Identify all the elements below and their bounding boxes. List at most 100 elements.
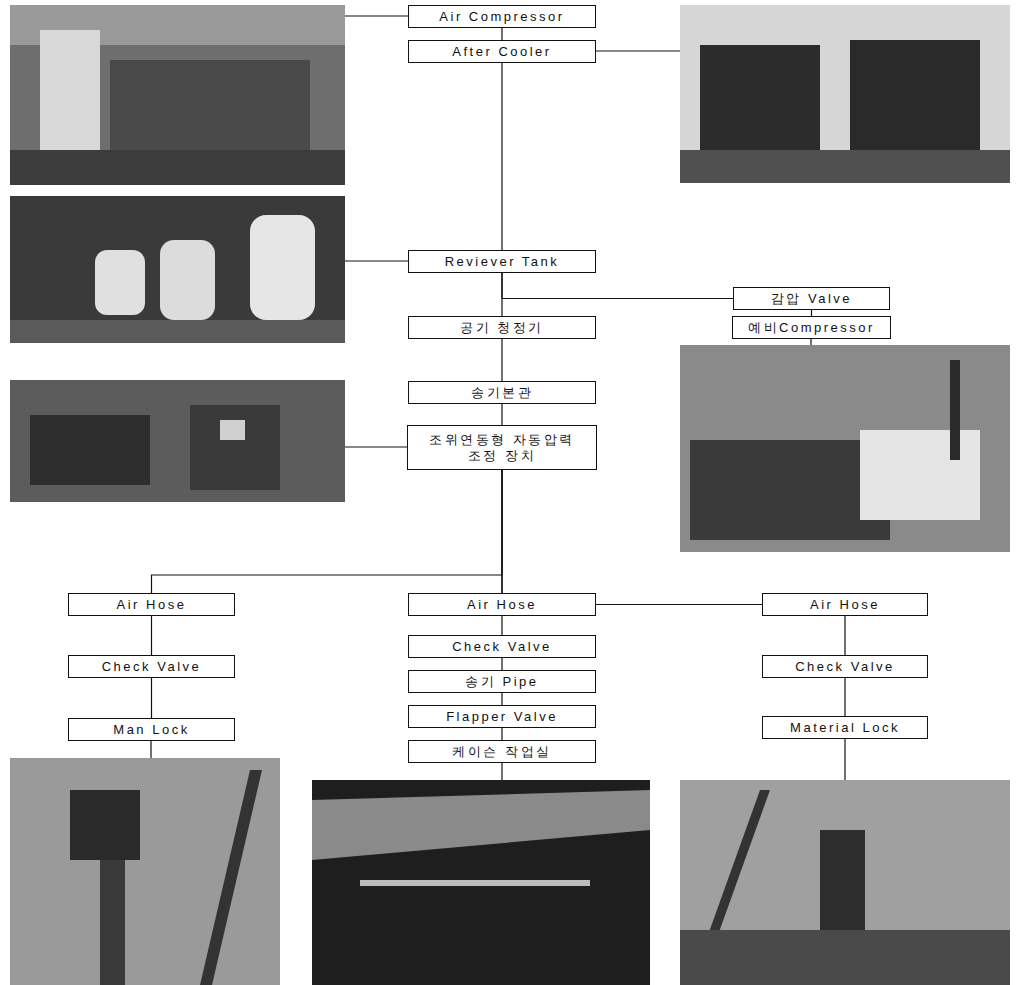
- photo-machine: [190, 405, 280, 490]
- box-label: 송기본관: [471, 385, 533, 401]
- box-label: Check Valve: [795, 659, 895, 675]
- process-box: 공기 청정기: [408, 316, 596, 339]
- box-label: Check Valve: [452, 639, 552, 655]
- photo-ceiling: [312, 790, 650, 860]
- flow-line: [502, 470, 762, 605]
- process-box: Man Lock: [68, 718, 235, 741]
- photo-machine: [30, 415, 150, 485]
- box-label: Man Lock: [113, 722, 189, 738]
- box-label: Air Hose: [117, 597, 187, 613]
- photo-leaders: [151, 16, 845, 780]
- leader-line: [345, 15, 408, 16]
- leader-line: [810, 338, 811, 345]
- box-label: 조위연동형 자동압력조정 장치: [422, 432, 582, 464]
- box-label: 케이슨 작업실: [452, 744, 551, 760]
- photo-crane: [950, 360, 960, 460]
- box-label: Air Hose: [810, 597, 880, 613]
- leader-line: [501, 762, 502, 780]
- photo-tank: [160, 240, 215, 320]
- photo-ground: [680, 780, 1010, 985]
- leader-line: [844, 738, 845, 780]
- flow-line: [152, 470, 503, 593]
- flow-line: [151, 678, 152, 718]
- flow-line: [501, 339, 502, 381]
- photo-floor: [10, 150, 345, 185]
- process-box: Air Hose: [408, 593, 596, 616]
- photo-ground: [312, 780, 650, 985]
- photo-ground: [10, 380, 345, 502]
- flow-line: [501, 63, 502, 250]
- photo-floor: [680, 150, 1010, 183]
- process-box: 조위연동형 자동압력조정 장치: [407, 425, 597, 470]
- photo-crane: [200, 770, 262, 985]
- man-lock-photo: [10, 758, 280, 985]
- process-box: 송기 Pipe: [408, 670, 596, 693]
- flow-line: [501, 728, 502, 740]
- box-label: Material Lock: [790, 720, 900, 736]
- flow-line: [501, 693, 502, 705]
- photo-tank: [850, 40, 980, 155]
- flow-line: [502, 273, 733, 299]
- photo-shaft: [100, 860, 125, 985]
- box-label: 송기 Pipe: [465, 674, 538, 690]
- box-label: 공기 청정기: [460, 320, 544, 336]
- process-box: Air Hose: [68, 593, 235, 616]
- process-box: Check Valve: [68, 655, 235, 678]
- process-box: Material Lock: [762, 716, 928, 739]
- box-label: After Cooler: [452, 44, 551, 60]
- box-label: 예비Compressor: [748, 320, 875, 336]
- photo-ground: [680, 345, 1010, 552]
- caisson-chamber-photo: [312, 780, 650, 985]
- process-box: Check Valve: [408, 635, 596, 658]
- process-box: 예비Compressor: [732, 316, 891, 339]
- box-label: 감압 Valve: [771, 291, 852, 307]
- leader-line: [345, 446, 408, 447]
- photo-ground: [680, 5, 1010, 183]
- process-box: 송기본관: [408, 381, 596, 404]
- spare-compressor-photo: [680, 345, 1010, 552]
- process-box: 감압 Valve: [733, 287, 890, 310]
- leader-line: [596, 50, 680, 51]
- flow-line: [501, 28, 502, 40]
- flow-line: [844, 616, 845, 655]
- photo-machine: [860, 430, 980, 520]
- photo-floor: [10, 320, 345, 343]
- photo-ground: [10, 5, 345, 185]
- photo-tank: [95, 250, 145, 315]
- box-label: Check Valve: [102, 659, 202, 675]
- photo-panel: [220, 420, 245, 440]
- photo-ground: [10, 196, 345, 343]
- photo-tank: [700, 45, 820, 155]
- photo-machine: [110, 60, 310, 150]
- photo-machine: [40, 30, 100, 170]
- photo-structure: [680, 930, 1010, 985]
- process-box: Flapper Valve: [408, 705, 596, 728]
- flow-line: [501, 616, 502, 635]
- photo-lock: [70, 790, 140, 860]
- process-box: Reviever Tank: [408, 250, 596, 273]
- material-lock-photo: [680, 780, 1010, 985]
- box-label: Air Hose: [467, 597, 537, 613]
- photo-ground: [10, 758, 280, 985]
- flow-line: [151, 616, 152, 655]
- leader-line: [150, 740, 151, 758]
- pressure-unit-photo: [10, 380, 345, 502]
- flow-line: [844, 678, 845, 716]
- compressor-photo: [10, 5, 345, 185]
- process-box: Air Compressor: [408, 5, 596, 28]
- box-label: Flapper Valve: [446, 709, 558, 725]
- process-box: 케이슨 작업실: [408, 740, 596, 763]
- box-label: Air Compressor: [439, 9, 564, 25]
- after-cooler-photo: [680, 5, 1010, 183]
- flow-line: [501, 658, 502, 670]
- flow-line: [501, 404, 502, 425]
- photo-tank: [250, 215, 315, 320]
- leader-line: [345, 260, 408, 261]
- process-box: Air Hose: [762, 593, 928, 616]
- receiver-tank-photo: [10, 196, 345, 343]
- box-label: Reviever Tank: [445, 254, 560, 270]
- photo-lights: [360, 880, 590, 886]
